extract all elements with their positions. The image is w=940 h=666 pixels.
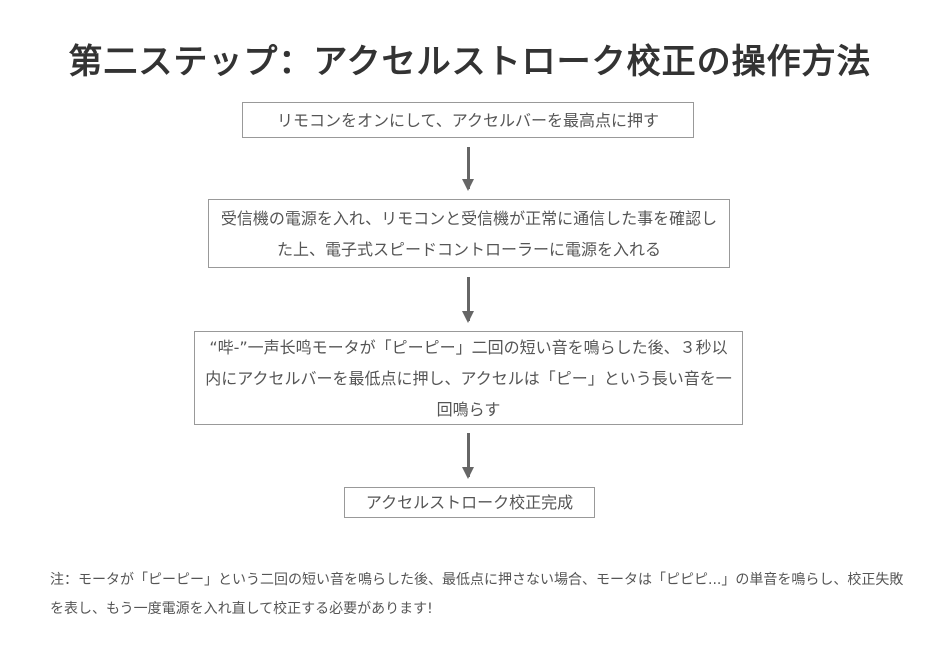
step-3-text: “哔-”一声长鸣モータが「ピーピー」二回の短い音を鳴らした後、３秒以内にアクセル…: [205, 337, 732, 419]
arrow-down-icon: [462, 277, 474, 323]
arrow-down-icon: [462, 433, 474, 479]
arrow-down-icon: [462, 147, 474, 191]
step-4-box: アクセルストローク校正完成: [344, 487, 595, 518]
step-2-box: 受信機の電源を入れ、リモコンと受信機が正常に通信した事を確認した上、電子式スピー…: [208, 199, 730, 268]
step-1-text: リモコンをオンにして、アクセルバーを最高点に押す: [277, 110, 659, 130]
note-text: 注：モータが「ピーピー」という二回の短い音を鳴らした後、最低点に押さない場合、モ…: [50, 572, 904, 617]
step-2-text: 受信機の電源を入れ、リモコンと受信機が正常に通信した事を確認した上、電子式スピー…: [220, 208, 718, 259]
step-1-box: リモコンをオンにして、アクセルバーを最高点に押す: [242, 102, 694, 138]
step-4-text: アクセルストローク校正完成: [365, 493, 574, 512]
step-3-box: “哔-”一声长鸣モータが「ピーピー」二回の短い音を鳴らした後、３秒以内にアクセル…: [194, 331, 743, 425]
page-title: 第二ステップ：アクセルストローク校正の操作方法: [68, 42, 872, 82]
